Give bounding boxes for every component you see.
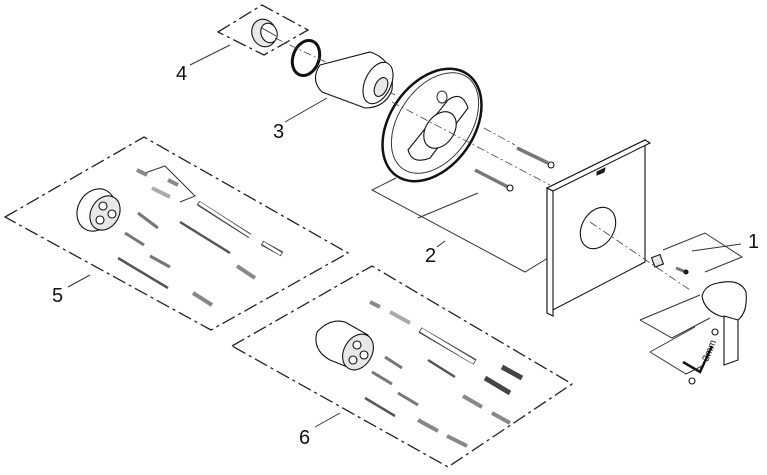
callout-5: 5: [52, 285, 63, 307]
part-2-group: 2: [370, 67, 555, 273]
part-4-group: 4: [176, 4, 310, 85]
part-6-boundary: [230, 265, 574, 468]
callout-1: 1: [748, 231, 759, 253]
hex-key-label: 3mm: [701, 338, 720, 363]
leader-2: [436, 240, 446, 248]
leader-3: [284, 97, 328, 123]
bracket-2: [370, 177, 549, 273]
o-ring: [290, 39, 322, 77]
part-1-group: 3mm 1: [639, 231, 759, 385]
part-5-boundary: [3, 136, 350, 331]
escutcheon-plate: [545, 139, 691, 317]
callout-4: 4: [176, 63, 187, 85]
part-3-group: 3: [273, 51, 394, 143]
adapter: [650, 253, 665, 268]
screw-upper: [516, 146, 549, 165]
leader-5: [67, 274, 91, 288]
screw-lower: [474, 168, 509, 189]
escutcheon-hole: [579, 206, 617, 250]
bracket-1: [662, 232, 744, 273]
lever-handle: [701, 281, 747, 321]
logo-mark: [596, 167, 606, 176]
leader-4: [189, 44, 231, 66]
part-6-group: 6: [230, 265, 574, 468]
callout-3: 3: [273, 121, 284, 143]
leader-1: [691, 243, 742, 252]
callout-6: 6: [299, 427, 310, 449]
part-4-boundary: [216, 4, 310, 56]
rosette-plate: [381, 67, 483, 183]
leader-6: [314, 412, 341, 428]
callout-2: 2: [425, 245, 436, 267]
part-5-group: 5: [3, 136, 350, 331]
